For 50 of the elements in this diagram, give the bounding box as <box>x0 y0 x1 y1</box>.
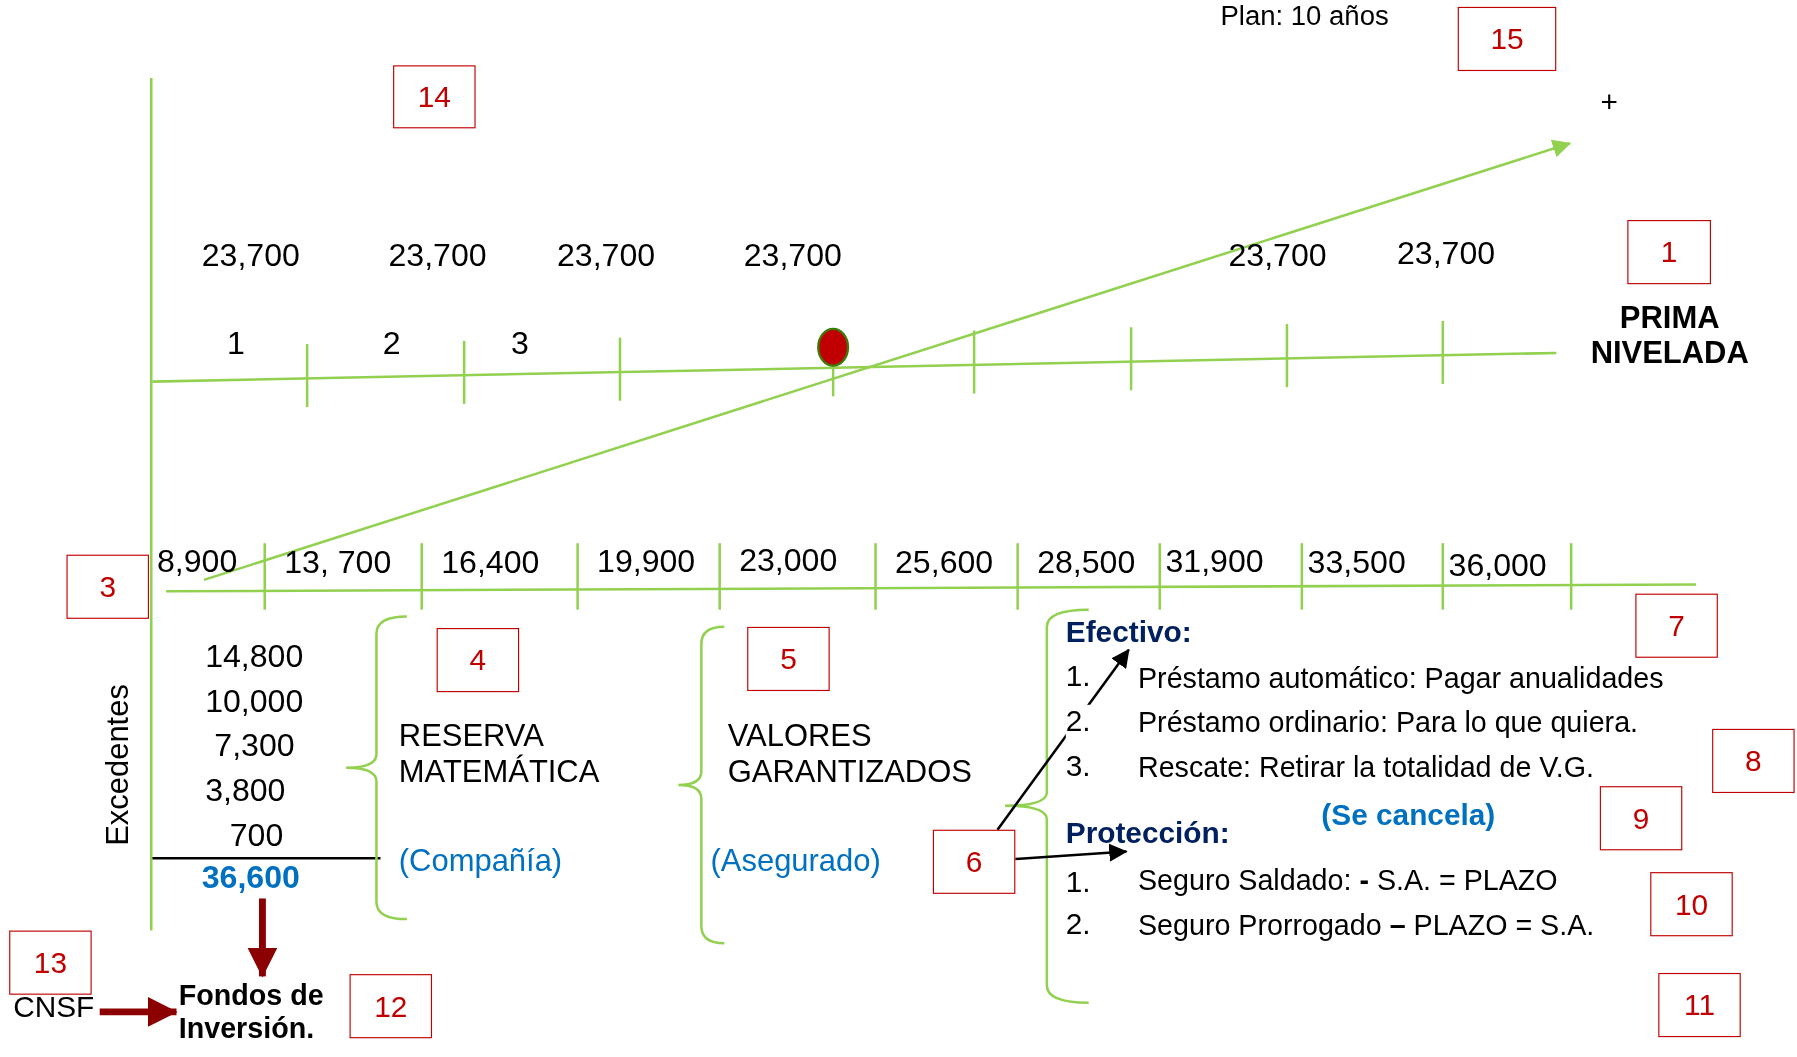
value-label: 8,900 <box>157 543 238 581</box>
arrow <box>247 898 278 978</box>
value-label: 36,000 <box>1448 547 1547 585</box>
callout-number: 15 <box>1457 6 1557 72</box>
heading-label: PRIMA NIVELADA <box>1589 300 1750 372</box>
value-label: 23,000 <box>739 542 838 579</box>
year-number: 3 <box>511 325 529 363</box>
value-label: 16,400 <box>441 544 540 582</box>
section-label: VALORES GARANTIZADOS <box>727 718 973 790</box>
arrow <box>1015 843 1128 862</box>
value-label: 23,700 <box>1228 237 1327 275</box>
list-item: Préstamo ordinario: Para lo que quiera. <box>1138 705 1639 739</box>
value-label: 3,800 <box>205 772 286 810</box>
value-label: 23,700 <box>388 237 487 275</box>
value-label: 23,700 <box>743 237 842 275</box>
axis-label: Excedentes <box>100 683 136 846</box>
callout-number: 8 <box>1712 728 1795 794</box>
value-label: 14,800 <box>205 638 304 676</box>
note-label: (Compañía) <box>398 842 563 879</box>
list-item: Préstamo automático: Pagar anualidades <box>1138 660 1664 694</box>
list-number: 2. <box>1065 704 1091 740</box>
section-label: RESERVA MATEMÁTICA <box>398 718 601 790</box>
plan-title: Plan: 10 años <box>1220 0 1389 32</box>
destination-label: Fondos de Inversión. <box>178 978 351 1045</box>
list-item: Seguro Saldado: - S.A. = PLAZO <box>1138 863 1558 897</box>
note-label: (Asegurado) <box>710 842 881 879</box>
value-label: 7,300 <box>214 727 295 765</box>
value-label: 23,700 <box>556 237 656 275</box>
callout-number: 11 <box>1658 972 1741 1038</box>
value-label: 10,000 <box>205 683 304 720</box>
callout-number: 5 <box>747 626 830 692</box>
value-label: 31,900 <box>1165 543 1264 581</box>
list-item: Seguro Prorrogado – PLAZO = S.A. <box>1138 908 1595 942</box>
value-label: 23,700 <box>201 237 300 275</box>
total-value: 36,600 <box>201 859 300 897</box>
value-label: 33,500 <box>1307 544 1406 582</box>
value-label: 700 <box>229 817 284 854</box>
value-label: 28,500 <box>1037 544 1136 582</box>
note-label: (Se cancela) <box>1321 798 1496 833</box>
arrow <box>99 997 178 1027</box>
plus-sign: + <box>1600 85 1618 121</box>
list-item: Rescate: Retirar la totalidad de V.G. <box>1138 750 1594 783</box>
value-label: 25,600 <box>895 544 994 582</box>
value-label: 13, 700 <box>284 544 392 582</box>
value-label: 19,900 <box>597 543 696 581</box>
section-heading: Efectivo: <box>1065 615 1192 650</box>
section-heading: Protección: <box>1065 817 1230 852</box>
year-number: 1 <box>226 325 245 363</box>
value-label: 23,700 <box>1396 234 1496 272</box>
year-number: 2 <box>382 325 401 363</box>
